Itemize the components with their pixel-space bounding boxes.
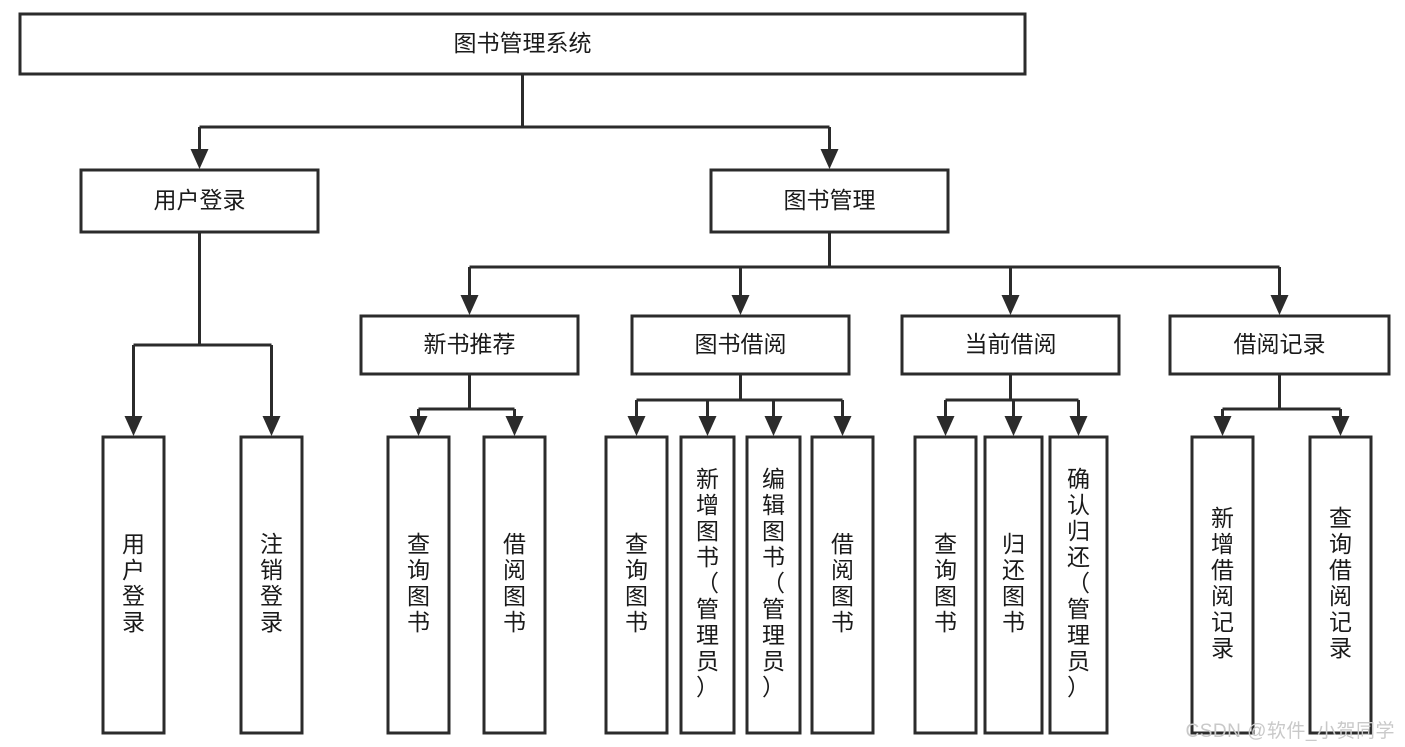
node-box [1190, 435, 1255, 735]
node-label: 图书管理 [784, 187, 876, 213]
node-box [482, 435, 547, 735]
arrow-head [190, 149, 209, 169]
node-box [386, 435, 451, 735]
node-box [1048, 435, 1109, 735]
node-leaf-user-login[interactable]: 用户登录 [101, 435, 166, 735]
node-new-book-recommend[interactable]: 新书推荐 [359, 314, 580, 376]
node-leaf-return-book[interactable]: 归还图书 [983, 435, 1044, 735]
node-label: 查询借阅记录 [1329, 505, 1352, 661]
node-layer: 图书管理系统用户登录图书管理新书推荐图书借阅当前借阅借阅记录用户登录注销登录查询… [18, 12, 1391, 735]
node-box [604, 435, 669, 735]
node-label: 新增借阅记录 [1211, 505, 1234, 661]
node-leaf-edit-book[interactable]: 编辑图书（管理员） [745, 435, 802, 735]
arrow-head [820, 149, 839, 169]
arrow-head [833, 416, 852, 436]
node-label: 注销登录 [260, 531, 283, 635]
arrow-head [505, 416, 524, 436]
node-box [18, 12, 1027, 76]
node-label: 借阅记录 [1234, 331, 1326, 357]
node-label: 新增图书（管理员） [696, 466, 719, 700]
node-box [745, 435, 802, 735]
arrow-head [1004, 416, 1023, 436]
connector-group-new-book-recommend [409, 374, 524, 436]
arrow-head [262, 416, 281, 436]
node-label: 图书管理系统 [454, 30, 592, 56]
node-leaf-confirm-return[interactable]: 确认归还（管理员） [1048, 435, 1109, 735]
node-label: 查询图书 [625, 531, 648, 635]
arrow-head [409, 416, 428, 436]
connector-group-root [190, 74, 839, 169]
node-box [810, 435, 875, 735]
node-leaf-query-record[interactable]: 查询借阅记录 [1308, 435, 1373, 735]
node-label: 确认归还（管理员） [1067, 466, 1090, 700]
arrow-head [1331, 416, 1350, 436]
connector-group-user-login [124, 232, 281, 436]
node-box [709, 168, 950, 234]
arrow-head [1001, 295, 1020, 315]
arrow-head [460, 295, 479, 315]
node-label: 图书借阅 [695, 331, 787, 357]
node-borrow-record[interactable]: 借阅记录 [1168, 314, 1391, 376]
node-box [913, 435, 978, 735]
node-label: 查询图书 [934, 531, 957, 635]
node-box [239, 435, 304, 735]
connector-group-book-manage [460, 232, 1289, 315]
node-box [79, 168, 320, 234]
node-book-manage[interactable]: 图书管理 [709, 168, 950, 234]
node-box [101, 435, 166, 735]
arrow-head [731, 295, 750, 315]
node-box [1168, 314, 1391, 376]
node-leaf-borrow-book-1[interactable]: 借阅图书 [482, 435, 547, 735]
node-current-borrow[interactable]: 当前借阅 [900, 314, 1121, 376]
arrow-head [1069, 416, 1088, 436]
node-label: 归还图书 [1002, 531, 1025, 635]
node-box [900, 314, 1121, 376]
arrow-head [124, 416, 143, 436]
arrow-head [1213, 416, 1232, 436]
node-box [983, 435, 1044, 735]
node-leaf-query-book-1[interactable]: 查询图书 [386, 435, 451, 735]
node-box [359, 314, 580, 376]
node-book-borrow[interactable]: 图书借阅 [630, 314, 851, 376]
arrow-head [764, 416, 783, 436]
node-leaf-logout-login[interactable]: 注销登录 [239, 435, 304, 735]
connector-layer [124, 74, 1350, 436]
node-label: 查询图书 [407, 531, 430, 635]
connector-group-borrow-record [1213, 374, 1350, 436]
connector-group-current-borrow [936, 374, 1088, 436]
node-box [679, 435, 736, 735]
connector-group-book-borrow [627, 374, 852, 436]
node-label: 用户登录 [154, 187, 246, 213]
node-leaf-query-book-2[interactable]: 查询图书 [604, 435, 669, 735]
node-leaf-borrow-book-2[interactable]: 借阅图书 [810, 435, 875, 735]
arrow-head [1270, 295, 1289, 315]
node-label: 借阅图书 [831, 531, 854, 635]
node-label: 借阅图书 [503, 531, 526, 635]
node-leaf-add-record[interactable]: 新增借阅记录 [1190, 435, 1255, 735]
node-box [630, 314, 851, 376]
node-label: 新书推荐 [424, 331, 516, 357]
node-label: 编辑图书（管理员） [762, 466, 785, 700]
arrow-head [936, 416, 955, 436]
node-leaf-query-book-3[interactable]: 查询图书 [913, 435, 978, 735]
arrow-head [698, 416, 717, 436]
node-label: 当前借阅 [965, 331, 1057, 357]
node-user-login[interactable]: 用户登录 [79, 168, 320, 234]
node-box [1308, 435, 1373, 735]
node-label: 用户登录 [122, 531, 145, 635]
node-root[interactable]: 图书管理系统 [18, 12, 1027, 76]
arrow-head [627, 416, 646, 436]
node-leaf-add-book[interactable]: 新增图书（管理员） [679, 435, 736, 735]
